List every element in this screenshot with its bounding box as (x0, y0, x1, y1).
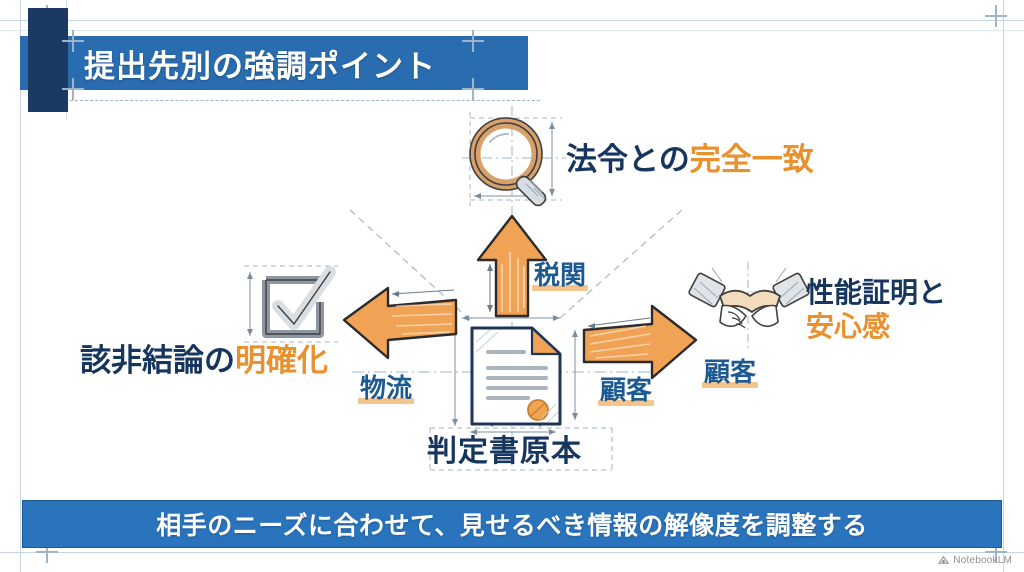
notebooklm-watermark: NotebookLM (938, 555, 1012, 566)
arrow-label-logistics-text: 物流 (360, 373, 413, 403)
arrow-label-customs: 税関 (532, 255, 589, 292)
document-label: 判定書原本 (427, 435, 582, 468)
arrow-right (582, 304, 698, 380)
headline-customer-accent: 安心感 (806, 311, 891, 343)
headline-customs-plain: 法令との (566, 142, 690, 177)
notebooklm-watermark-text: NotebookLM (953, 555, 1012, 566)
headline-customs: 法令との完全一致 (566, 141, 814, 179)
arrow-label-customer-arrow-text: 顧客 (600, 375, 653, 405)
title-guide-dashed-bottom (70, 100, 540, 101)
arrow-label-customs-text: 税関 (534, 260, 587, 290)
document-icon (470, 326, 562, 426)
arrow-label-logistics: 物流 (358, 368, 415, 405)
title-accent-bar (28, 8, 68, 112)
icon-label-customer: 顧客 (702, 352, 759, 389)
headline-logistics-plain: 該非結論の (80, 343, 235, 378)
headline-customer: 性能証明と 安心感 (806, 276, 946, 344)
summary-banner: 相手のニーズに合わせて、見せるべき情報の解像度を調整する (22, 500, 1002, 548)
handshake-icon (688, 267, 810, 329)
headline-customs-accent: 完全一致 (689, 142, 814, 177)
magnifier-icon (469, 117, 547, 207)
headline-logistics: 該非結論の明確化 (80, 342, 328, 380)
arrow-up (476, 214, 548, 318)
page-title: 提出先別の強調ポイント (84, 48, 436, 84)
icon-label-customer-text: 顧客 (704, 357, 757, 387)
summary-banner-text: 相手のニーズに合わせて、見せるべき情報の解像度を調整する (156, 512, 868, 540)
headline-logistics-accent: 明確化 (235, 343, 328, 378)
arrow-label-customer-arrow: 顧客 (598, 370, 655, 407)
arrow-left (342, 286, 458, 360)
checkbox-check-icon (262, 266, 336, 338)
title-band (20, 36, 528, 90)
headline-customer-plain: 性能証明と (806, 277, 947, 308)
notebooklm-logo-icon (938, 555, 950, 564)
